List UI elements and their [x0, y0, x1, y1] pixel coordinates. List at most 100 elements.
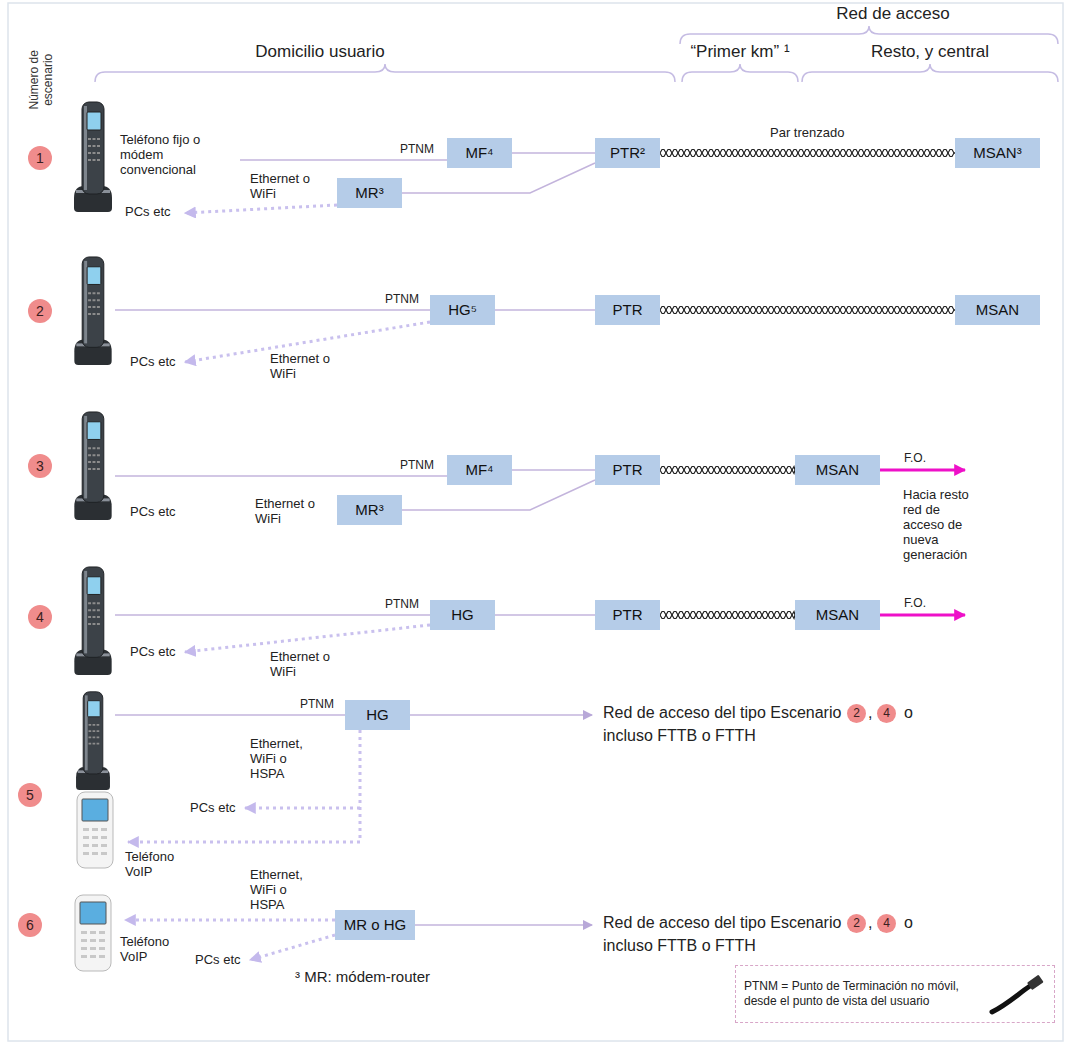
text-label: Ethernet o WiFi — [250, 172, 322, 202]
lan-arrow — [125, 919, 335, 922]
network-box: MR³ — [337, 495, 402, 525]
voip-phone — [75, 895, 111, 971]
box-label: PTR — [613, 461, 643, 479]
twisted-wire — [660, 612, 795, 619]
network-box: HG — [430, 600, 495, 630]
network-box: PTR² — [595, 138, 660, 168]
text-label: Ethernet o WiFi — [270, 650, 342, 680]
box-label: PTR — [613, 606, 643, 624]
text-label: Hacia resto red de acceso de nueva gener… — [903, 488, 983, 563]
fixed-phone — [74, 257, 111, 365]
brace — [682, 64, 798, 82]
fibre-arrow — [880, 614, 965, 617]
text-label: ³ MR: módem-router — [295, 968, 430, 985]
text-label: Ethernet, WiFi o HSPA — [250, 737, 312, 782]
text-label: PTNM — [400, 459, 434, 473]
connector — [495, 614, 595, 616]
phone-line — [115, 309, 430, 311]
note-box: PTNM = Punto de Terminación no móvil, de… — [735, 965, 1055, 1023]
fixed-phone — [74, 567, 111, 675]
text-label: Ethernet, WiFi o HSPA — [250, 868, 312, 913]
text-label: PTNM — [300, 698, 334, 712]
network-box: MSAN³ — [955, 138, 1040, 168]
text-label: F.O. — [895, 452, 935, 466]
lan-arrows — [125, 205, 430, 960]
box-label: MSAN³ — [973, 144, 1021, 162]
box-label: MR³ — [355, 184, 383, 202]
access-arrow — [410, 714, 592, 716]
text-label: , — [868, 704, 872, 722]
text-label: incluso FTTB o FTTH — [603, 727, 756, 745]
callout-number: 4 — [28, 605, 52, 629]
callout-number: 2 — [847, 914, 866, 933]
text-label: Ethernet o WiFi — [255, 497, 327, 527]
network-box: MR o HG — [335, 910, 415, 940]
rj-plug — [1027, 975, 1044, 990]
callout-number: 3 — [28, 454, 52, 478]
text-label: o — [904, 704, 913, 722]
twisted-wire — [660, 467, 795, 474]
connector — [512, 152, 595, 154]
axis-title: Número de escenario — [28, 35, 56, 125]
box-label: MR o HG — [344, 916, 407, 934]
network-box: PTR — [595, 600, 660, 630]
text-label: PCs etc — [125, 205, 171, 220]
text-label: PTNM — [385, 293, 419, 307]
callout-number: 2 — [28, 299, 52, 323]
twisted-wire — [660, 307, 955, 314]
network-box: HG⁵ — [430, 295, 495, 325]
lan-arrow — [185, 205, 337, 213]
text-label: Red de acceso del tipo Escenario — [603, 704, 841, 722]
twisted-wire — [660, 307, 955, 314]
box-label: MSAN — [816, 606, 859, 624]
fibre-arrow — [880, 469, 965, 472]
cable-picture — [992, 975, 1044, 1012]
box-label: PTR — [613, 301, 643, 319]
lan-arrow — [185, 625, 430, 652]
callout-number: 6 — [18, 913, 42, 937]
voip-phone — [77, 792, 113, 868]
network-box: MSAN — [955, 295, 1040, 325]
box-label: HG — [366, 706, 389, 724]
fixed-phone — [74, 102, 112, 212]
twisted-wire — [660, 150, 955, 157]
brace — [680, 26, 1058, 44]
network-box: MR³ — [337, 178, 402, 208]
box-label: PTNM = Punto de Terminación no móvil, de… — [744, 979, 984, 1009]
network-box: PTR — [595, 455, 660, 485]
box-label: MF⁴ — [465, 144, 493, 162]
text-label: o — [904, 914, 913, 932]
text-label: Teléfono fijo o módem convencional — [120, 133, 235, 178]
lan-arrow — [128, 730, 360, 842]
text-label: PCs etc — [130, 355, 176, 370]
network-box: HG — [345, 700, 410, 730]
callout-number: 4 — [877, 704, 896, 723]
edge-label: Par trenzado — [767, 126, 847, 141]
callout-number: 1 — [28, 146, 52, 170]
text-label: PCs etc — [130, 505, 176, 520]
frame — [8, 3, 1063, 1041]
network-box: MSAN — [795, 600, 880, 630]
text-label: Domicilio usuario — [210, 42, 430, 62]
fixed-phone — [74, 412, 111, 520]
network-box: PTR — [595, 295, 660, 325]
brace — [95, 64, 675, 82]
twisted-wire — [660, 150, 955, 157]
access-arrow — [415, 924, 592, 926]
phone-line — [115, 475, 447, 477]
box-label: MSAN — [976, 301, 1019, 319]
phone-lines — [115, 160, 592, 925]
twisted-pair — [660, 612, 795, 619]
box-label: HG — [451, 606, 474, 624]
twisted-pair — [660, 150, 955, 157]
text-label: PCs etc — [195, 953, 241, 968]
text-label: PTNM — [385, 598, 419, 612]
brace — [802, 64, 1058, 82]
lan-arrow — [250, 935, 335, 960]
network-box: MSAN — [795, 455, 880, 485]
box-label: MF⁴ — [465, 461, 493, 479]
text-label: PTNM — [400, 143, 434, 157]
twisted-pair — [660, 307, 955, 314]
cable — [992, 986, 1030, 1012]
fixed-phone — [76, 692, 110, 790]
